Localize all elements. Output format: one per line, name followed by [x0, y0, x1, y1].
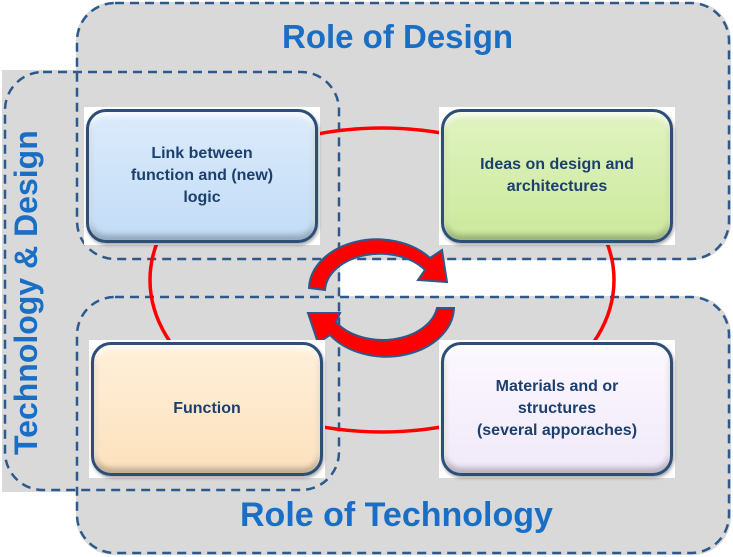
materials-structures-box: Materials and or structures (several app… [441, 342, 673, 476]
role-of-design-title: Role of Design [282, 18, 514, 55]
function-label: Function [173, 400, 241, 417]
region-design-outline [75, 1, 731, 261]
link-logic-label: Link between function and (new) logic [130, 145, 274, 206]
link-logic-box: Link between function and (new) logic [86, 109, 318, 243]
technology-and-design-title: Technology & Design [8, 130, 44, 455]
function-box: Function [91, 342, 323, 476]
ideas-design-box: Ideas on design and architectures [441, 109, 673, 243]
link-box-wrapper: Link between function and (new) logic [84, 107, 320, 245]
ideas-box-wrapper: Ideas on design and architectures [439, 107, 675, 245]
role-of-technology-title: Role of Technology [240, 496, 553, 534]
region-tech-design-outline [3, 70, 341, 492]
materials-structures-label: Materials and or structures (several app… [476, 378, 638, 439]
region-technology-outline [75, 295, 731, 555]
materials-box-wrapper: Materials and or structures (several app… [439, 340, 675, 478]
function-box-wrapper: Function [89, 340, 325, 478]
ideas-design-label: Ideas on design and architectures [480, 156, 634, 195]
cycle-loop [148, 126, 616, 434]
